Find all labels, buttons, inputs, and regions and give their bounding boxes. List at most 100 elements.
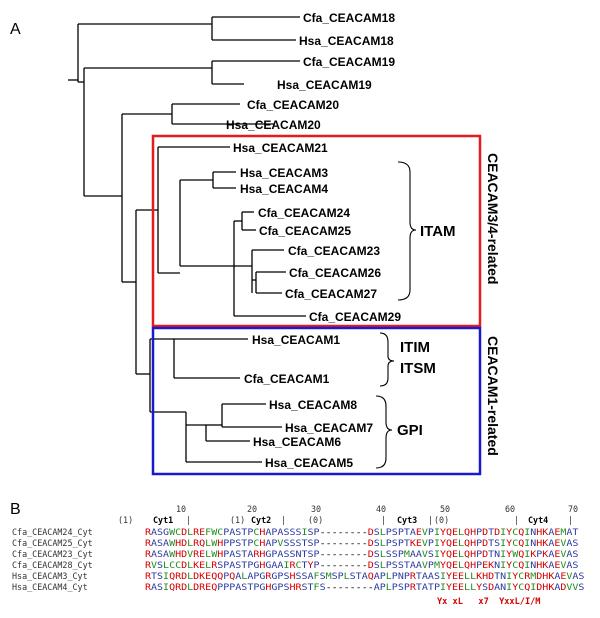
residue: L xyxy=(163,560,169,570)
residue: S xyxy=(332,571,338,581)
residue: R xyxy=(145,527,152,537)
residue: A xyxy=(422,571,428,581)
residue: D xyxy=(181,582,187,592)
leaf-label: Hsa_CEACAM6 xyxy=(253,435,341,449)
residue: P xyxy=(314,549,320,559)
residue: R xyxy=(524,571,531,581)
residue: Q xyxy=(446,560,452,570)
residue: A xyxy=(548,549,554,559)
residue: V xyxy=(560,538,566,548)
residue: T xyxy=(428,582,434,592)
residue: T xyxy=(404,538,410,548)
residue: W xyxy=(211,549,218,559)
residue: P xyxy=(223,527,229,537)
position-marker: (0) xyxy=(308,515,323,525)
residue: - xyxy=(350,549,356,559)
residue: C xyxy=(253,527,259,537)
residue: S xyxy=(302,582,308,592)
residue: A xyxy=(410,560,416,570)
residue: Y xyxy=(512,571,518,581)
residue: S xyxy=(296,527,302,537)
residue: S xyxy=(289,527,295,537)
residue: E xyxy=(458,582,464,592)
residue: I xyxy=(524,527,530,537)
ruler-60: 60 xyxy=(505,504,515,514)
itim-label: ITIM xyxy=(400,339,430,356)
residue: G xyxy=(265,560,271,570)
residue: A xyxy=(554,571,560,581)
residue: S xyxy=(374,560,380,570)
leaf-label: Cfa_CEACAM1 xyxy=(244,372,330,386)
residue: I xyxy=(524,549,530,559)
residue: L xyxy=(464,582,470,592)
residue: - xyxy=(320,538,326,548)
residue: I xyxy=(500,527,506,537)
residue: L xyxy=(241,571,247,581)
sequence-name: Hsa_CEACAM4_Cyt xyxy=(12,582,88,592)
residue: S xyxy=(482,582,488,592)
residue: G xyxy=(271,582,277,592)
residue: R xyxy=(253,549,260,559)
ceacam34-related-box xyxy=(151,134,482,328)
residue: E xyxy=(554,560,560,570)
residue: - xyxy=(356,527,362,537)
residue: W xyxy=(211,527,218,537)
residue: L xyxy=(458,549,464,559)
residue: - xyxy=(356,560,362,570)
leaf-label: Cfa_CEACAM20 xyxy=(247,98,339,112)
residue: Q xyxy=(464,527,470,537)
residue: A xyxy=(277,527,283,537)
leaf-label: Hsa_CEACAM5 xyxy=(265,456,353,470)
residue: - xyxy=(362,560,368,570)
residue: S xyxy=(289,549,295,559)
residue: S xyxy=(392,538,398,548)
residue: K xyxy=(542,538,549,548)
residue: I xyxy=(530,582,536,592)
residue: S xyxy=(283,582,289,592)
residue: C xyxy=(175,527,181,537)
residue: F xyxy=(205,527,211,537)
residue: P xyxy=(428,538,434,548)
residue: P xyxy=(223,582,229,592)
residue: - xyxy=(350,527,356,537)
residue: T xyxy=(241,549,247,559)
residue: - xyxy=(326,527,332,537)
residue: A xyxy=(151,582,157,592)
residue: L xyxy=(458,538,464,548)
residue: P xyxy=(338,571,344,581)
residue: K xyxy=(199,571,206,581)
leaf-label: Cfa_CEACAM19 xyxy=(303,55,395,69)
residue: T xyxy=(302,549,308,559)
ceacam34-related-label: CEACAM3/4-related xyxy=(485,153,501,284)
residue: Y xyxy=(506,538,512,548)
residue: Q xyxy=(518,527,524,537)
residue: T xyxy=(302,538,308,548)
residue: P xyxy=(314,560,320,570)
sequence-row: RVSLCCDLKELRSPASTPGHGAAIRCTYP--------DSL… xyxy=(145,560,578,570)
residue: L xyxy=(205,538,211,548)
residue: V xyxy=(566,582,572,592)
residue: S xyxy=(374,527,380,537)
residue: S xyxy=(157,527,163,537)
ceacam1-related-box xyxy=(151,326,482,476)
residue: H xyxy=(259,527,265,537)
residue: T xyxy=(247,582,253,592)
leaf-label: Hsa_CEACAM3 xyxy=(240,166,328,180)
residue: K xyxy=(542,560,549,570)
residue: Y xyxy=(476,582,482,592)
segment-cyt3: Cyt3 xyxy=(397,515,417,525)
residue: D xyxy=(368,549,374,559)
residue: Y xyxy=(506,560,512,570)
itam-label: ITAM xyxy=(420,223,456,240)
residue: A xyxy=(422,582,428,592)
residue: E xyxy=(452,538,458,548)
residue: P xyxy=(247,527,253,537)
residue: L xyxy=(386,571,392,581)
residue: G xyxy=(271,571,277,581)
residue: S xyxy=(283,538,289,548)
residue: G xyxy=(253,560,259,570)
residue: P xyxy=(253,571,259,581)
residue: Q xyxy=(464,560,470,570)
residue: E xyxy=(452,571,458,581)
residue: Y xyxy=(440,527,446,537)
